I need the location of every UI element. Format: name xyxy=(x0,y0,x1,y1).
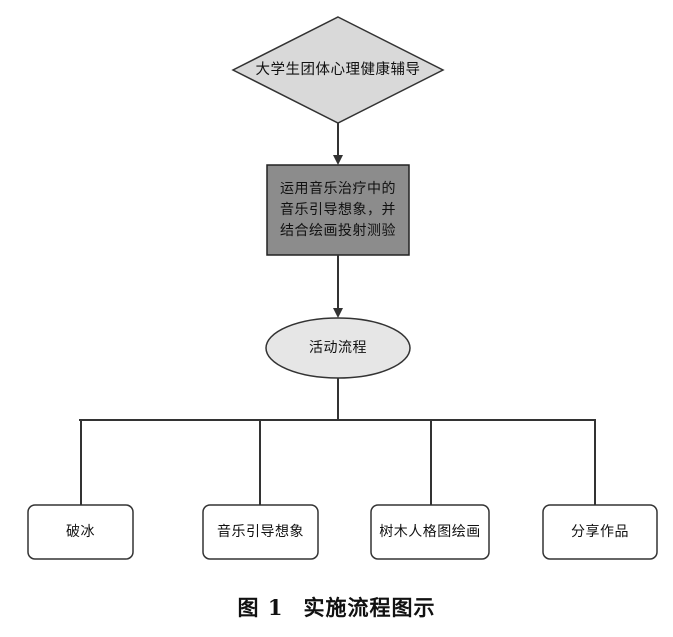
step3-label: 树木人格图绘画 xyxy=(379,524,481,540)
step4-label: 分享作品 xyxy=(571,523,629,540)
step3-box-shape xyxy=(370,504,490,560)
step2-label: 音乐引导想象 xyxy=(217,523,304,540)
method-rect-shape xyxy=(266,164,410,256)
step1-box-shape xyxy=(27,504,134,560)
step4-box-shape xyxy=(542,504,658,560)
step2-box-shape xyxy=(202,504,319,560)
step1-label: 破冰 xyxy=(66,523,95,540)
process-node-label: 活动流程 xyxy=(309,339,367,356)
top-node-label: 大学生团体心理健康辅导 xyxy=(255,61,421,78)
figure-caption: 图 1 实施流程图示 xyxy=(0,592,673,622)
figure-title: 实施流程图示 xyxy=(303,595,436,620)
figure-number: 图 1 xyxy=(237,595,284,620)
method-node-label: 运用音乐治疗中的音乐引导想象，并结合绘画投射测验 xyxy=(280,180,396,239)
